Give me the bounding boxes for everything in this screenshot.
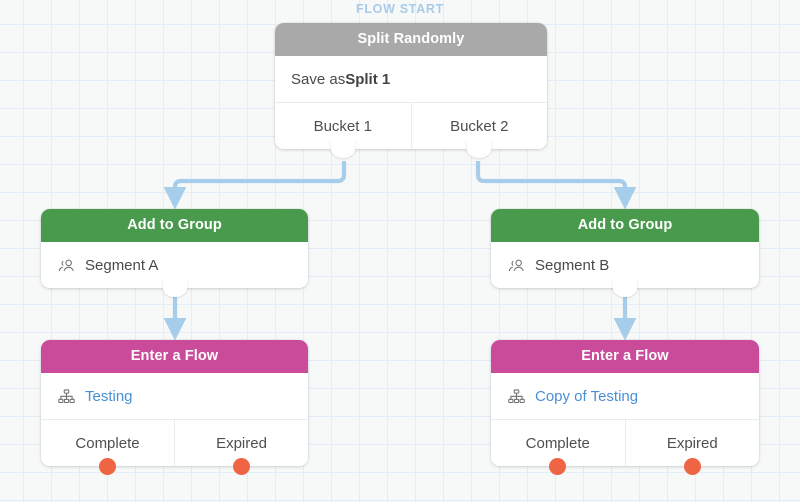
outcome-label: Complete [525, 434, 590, 452]
flow-link[interactable]: Copy of Testing [535, 387, 639, 405]
branch-label: Bucket 2 [450, 117, 509, 135]
outcome-expired[interactable]: Expired [174, 420, 308, 475]
connector-notch [330, 134, 355, 158]
connector-notch [467, 134, 492, 158]
save-as-value: Split 1 [345, 70, 391, 88]
branch-bucket-2[interactable]: Bucket 2 [410, 103, 547, 158]
node-header: Enter a Flow [491, 340, 759, 373]
flow-link[interactable]: Testing [85, 387, 133, 405]
sitemap-icon [507, 387, 526, 406]
connector-notch [613, 273, 637, 297]
outcome-label: Expired [666, 434, 718, 452]
node-header: Add to Group [41, 209, 308, 242]
connector-notch [162, 273, 187, 297]
save-as-prefix: Save as [291, 70, 346, 88]
outcome-complete[interactable]: Complete [41, 420, 174, 475]
node-add-to-group-left[interactable]: Add to Group Segment A [41, 209, 308, 297]
node-body-flow-link[interactable]: Testing [41, 373, 308, 419]
node-header: Add to Group [491, 209, 759, 242]
node-add-to-group-right[interactable]: Add to Group Segment B [491, 209, 759, 297]
node-body-flow-link[interactable]: Copy of Testing [491, 373, 759, 419]
outcome-label: Expired [216, 434, 267, 452]
outcome-label: Complete [75, 434, 140, 452]
outcome-expired[interactable]: Expired [624, 420, 759, 475]
node-split-randomly[interactable]: Split Randomly Save as Split 1 Bucket 1 … [275, 23, 547, 158]
node-header: Split Randomly [275, 23, 547, 56]
branch-label: Bucket 1 [313, 117, 372, 135]
node-header: Enter a Flow [41, 340, 308, 373]
flow-outcome-row: Complete Expired [41, 419, 308, 475]
flow-outcome-row: Complete Expired [491, 419, 759, 475]
status-dot[interactable] [99, 457, 116, 475]
outcome-complete[interactable]: Complete [491, 420, 625, 475]
segment-value: Segment A [85, 256, 159, 274]
status-dot[interactable] [233, 457, 250, 475]
status-dot[interactable] [549, 457, 567, 475]
connector-bucket2-to-group-right [475, 161, 637, 210]
status-dot[interactable] [683, 457, 701, 475]
flow-start-label: FLOW START [356, 2, 444, 16]
node-enter-a-flow-left[interactable]: Enter a Flow Testing Complete Expired [41, 340, 308, 475]
node-enter-a-flow-right[interactable]: Enter a Flow Copy of Testing Complete Ex… [491, 340, 759, 475]
users-icon [507, 256, 526, 275]
segment-value: Segment B [535, 256, 610, 274]
users-icon [57, 256, 76, 275]
split-branch-row: Bucket 1 Bucket 2 [275, 102, 547, 158]
node-body-segment[interactable]: Segment B [491, 242, 759, 297]
branch-bucket-1[interactable]: Bucket 1 [275, 103, 411, 158]
sitemap-icon [57, 387, 76, 406]
node-body-segment[interactable]: Segment A [41, 242, 308, 297]
connector-bucket1-to-group-left [163, 161, 347, 210]
node-body-save-as[interactable]: Save as Split 1 [275, 56, 547, 102]
